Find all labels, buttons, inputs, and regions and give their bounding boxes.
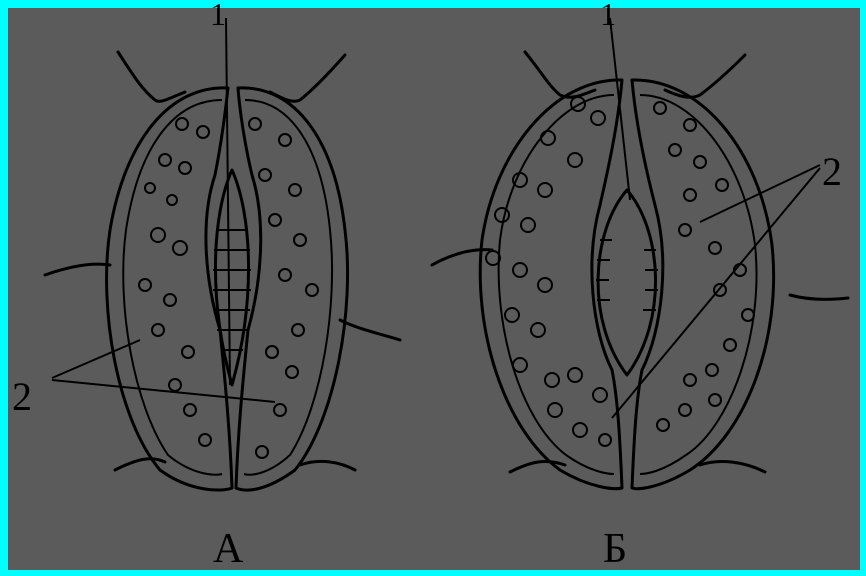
label-1-b: 1 (600, 0, 616, 32)
label-1-a: 1 (210, 0, 226, 32)
wall-b-right (790, 295, 848, 299)
wall-a-top-right (270, 55, 345, 101)
wall-a-right (340, 320, 400, 340)
chloroplasts-b (486, 97, 754, 446)
stoma-a (45, 18, 400, 490)
pointer-2-a-line-upper (52, 340, 140, 378)
wall-b-bottom-right (700, 461, 765, 472)
wall-a-bottom-right (300, 461, 355, 470)
pore-b-hatching (596, 240, 658, 310)
pore-b (598, 190, 655, 375)
guard-cell-a-left (107, 88, 232, 490)
guard-cell-a-left-inner (123, 100, 222, 475)
stoma-b (432, 18, 848, 489)
label-panel-b: Б (603, 526, 627, 572)
guard-cell-b-right (632, 80, 774, 489)
wall-a-left (45, 264, 110, 275)
wall-b-left (432, 250, 492, 265)
label-2-a: 2 (12, 374, 32, 419)
label-2-b: 2 (822, 149, 842, 194)
pointer-2-b-line-upper (700, 165, 820, 222)
pointer-2-b-line-lower (612, 168, 820, 418)
label-panel-a: А (213, 526, 244, 572)
pointer-1-b-line (610, 18, 630, 200)
wall-b-top-left (525, 52, 595, 97)
wall-a-top-left (118, 52, 185, 101)
pore-a (215, 170, 248, 385)
